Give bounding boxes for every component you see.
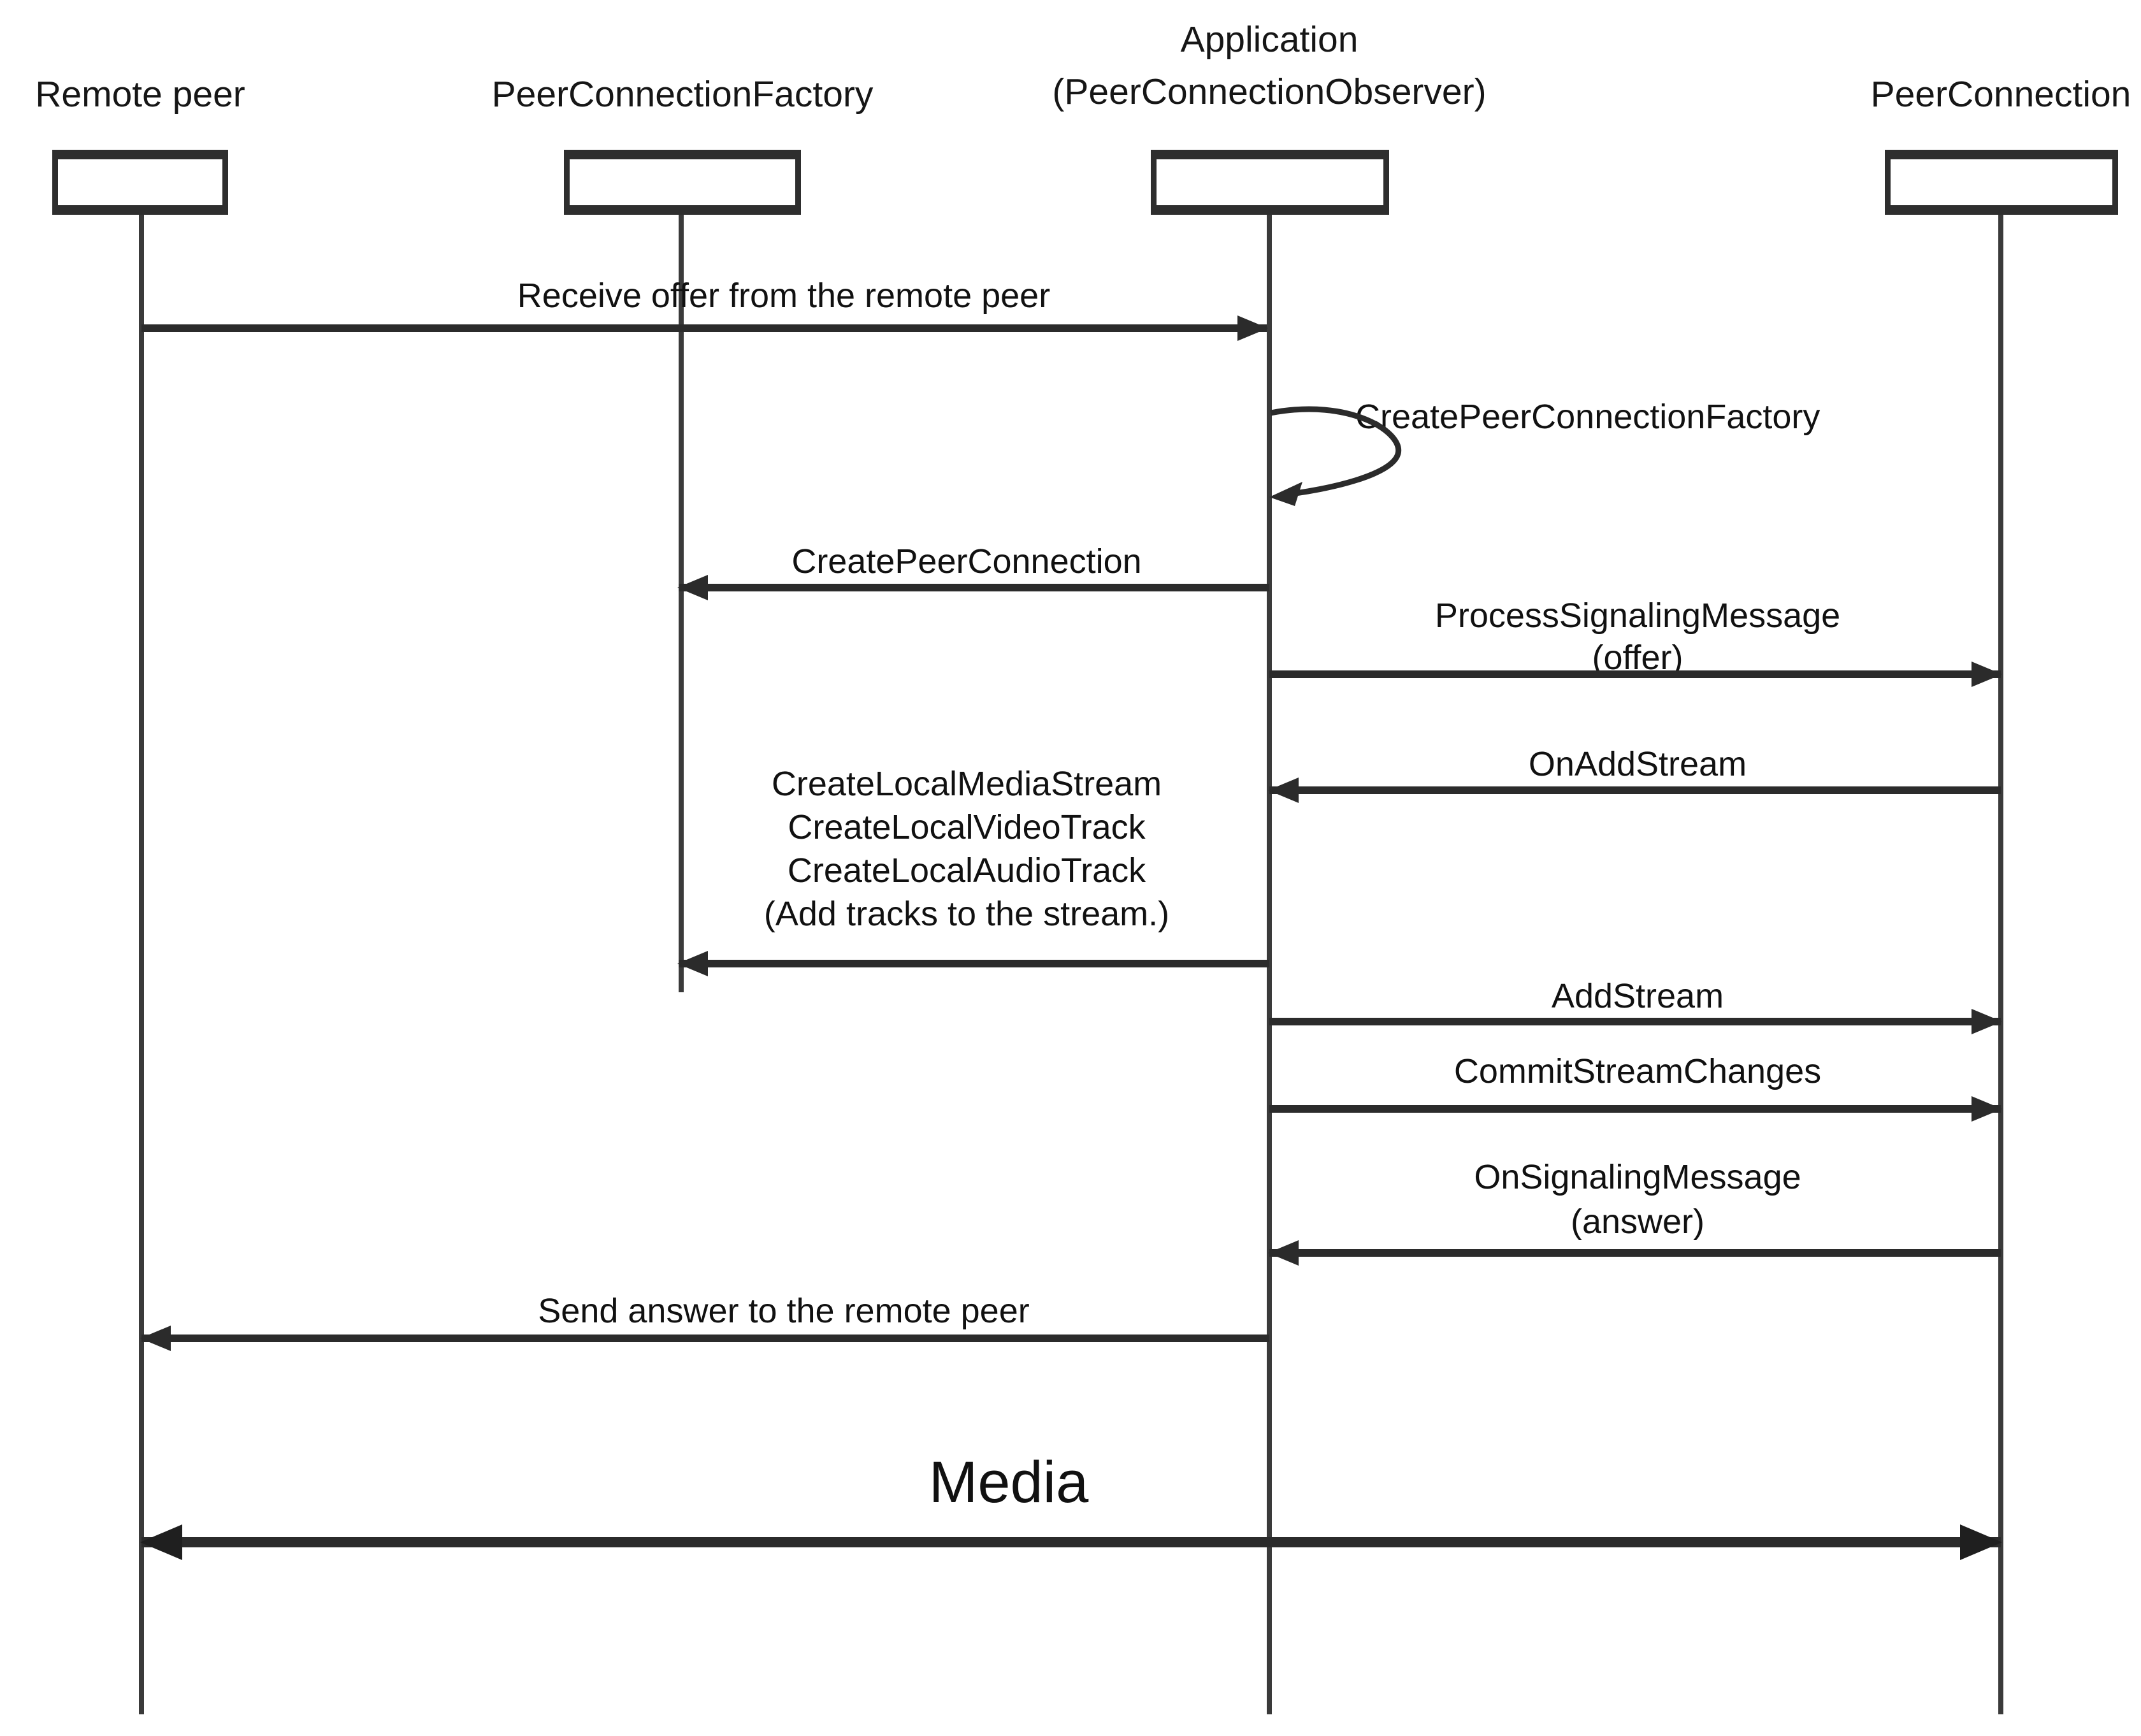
arrow-line (679, 960, 1269, 967)
arrowhead-left-icon (140, 1524, 182, 1560)
arrowhead-right-icon (1972, 1009, 2002, 1034)
arrow-receive-offer (141, 315, 1268, 341)
message-label-receive-offer: Receive offer from the remote peer (517, 277, 1051, 315)
arrowhead-right-icon (1237, 315, 1268, 341)
lifeline-peer-connection-factory (679, 215, 684, 992)
create-local-line3: CreateLocalAudioTrack (787, 851, 1146, 890)
message-label-on-signaling-message: OnSignalingMessage (answer) (1474, 1155, 1801, 1244)
message-label-on-add-stream: OnAddStream (1528, 745, 1747, 783)
arrowhead-right-icon (1960, 1524, 2002, 1560)
arrowhead-left-icon (677, 575, 708, 600)
message-label-send-answer: Send answer to the remote peer (538, 1292, 1030, 1330)
participant-label-peer-connection: PeerConnection (1870, 74, 2131, 115)
lifeline-application (1267, 215, 1272, 1714)
message-label-create-local-media: CreateLocalMediaStream CreateLocalVideoT… (764, 762, 1169, 936)
participant-box-peer-connection-factory (564, 150, 801, 215)
message-label-create-peer-connection: CreatePeerConnection (791, 542, 1142, 581)
arrow-line (141, 324, 1267, 332)
participant-box-application (1151, 150, 1389, 215)
arrowhead-left-icon (677, 951, 708, 976)
arrow-on-signaling-message (1268, 1240, 2001, 1266)
create-local-line2: CreateLocalVideoTrack (788, 808, 1146, 846)
on-signaling-line2: (answer) (1570, 1203, 1705, 1241)
application-label-line2: (PeerConnectionObserver) (1052, 71, 1487, 112)
message-label-media: Media (928, 1450, 1089, 1515)
arrow-send-answer (140, 1326, 1269, 1351)
arrow-line (1269, 1249, 2001, 1257)
arrowhead-right-icon (1972, 1096, 2002, 1122)
process-signaling-line1: ProcessSignalingMessage (1434, 597, 1841, 635)
arrow-line (679, 584, 1269, 591)
arrowhead-left-icon (1268, 778, 1299, 803)
arrow-commit-stream-changes (1269, 1096, 2002, 1122)
arrow-line (1269, 1105, 2001, 1113)
message-label-create-peer-connection-factory: CreatePeerConnectionFactory (1355, 398, 1820, 436)
self-call-loop (1269, 406, 1402, 506)
message-label-add-stream: AddStream (1551, 977, 1724, 1015)
participant-box-peer-connection (1885, 150, 2118, 215)
lifeline-remote-peer (139, 215, 144, 1714)
arrow-line (1269, 1018, 2001, 1025)
arrowhead-right-icon (1972, 662, 2002, 687)
participant-label-remote-peer: Remote peer (35, 74, 245, 115)
arrow-on-add-stream (1268, 778, 2001, 803)
arrow-line (1269, 786, 2001, 794)
arrowhead-left-icon (140, 1326, 171, 1351)
arrow-line (141, 1335, 1269, 1342)
arrow-line (1269, 670, 2001, 678)
arrowhead-left-icon (1268, 1240, 1299, 1266)
participant-box-remote-peer (52, 150, 228, 215)
message-label-commit-stream-changes: CommitStreamChanges (1453, 1052, 1822, 1090)
arrow-process-signaling-message (1269, 662, 2002, 687)
arrow-media (140, 1524, 2002, 1560)
on-signaling-line1: OnSignalingMessage (1474, 1158, 1801, 1196)
arrow-line (141, 1537, 2001, 1547)
create-local-line4: (Add tracks to the stream.) (763, 895, 1170, 933)
lifeline-peer-connection (1998, 215, 2003, 1714)
application-label-line1: Application (1180, 19, 1359, 60)
arrow-create-peer-connection (677, 575, 1269, 600)
create-local-line1: CreateLocalMediaStream (771, 765, 1162, 803)
message-label-process-signaling-message: ProcessSignalingMessage (offer) (1435, 595, 1840, 679)
arrowhead-loop-icon (1269, 482, 1302, 506)
participant-label-application: Application (PeerConnectionObserver) (1052, 13, 1486, 118)
participant-label-peer-connection-factory: PeerConnectionFactory (491, 74, 874, 115)
arrow-create-local-media (677, 951, 1269, 976)
arrow-add-stream (1269, 1009, 2002, 1034)
